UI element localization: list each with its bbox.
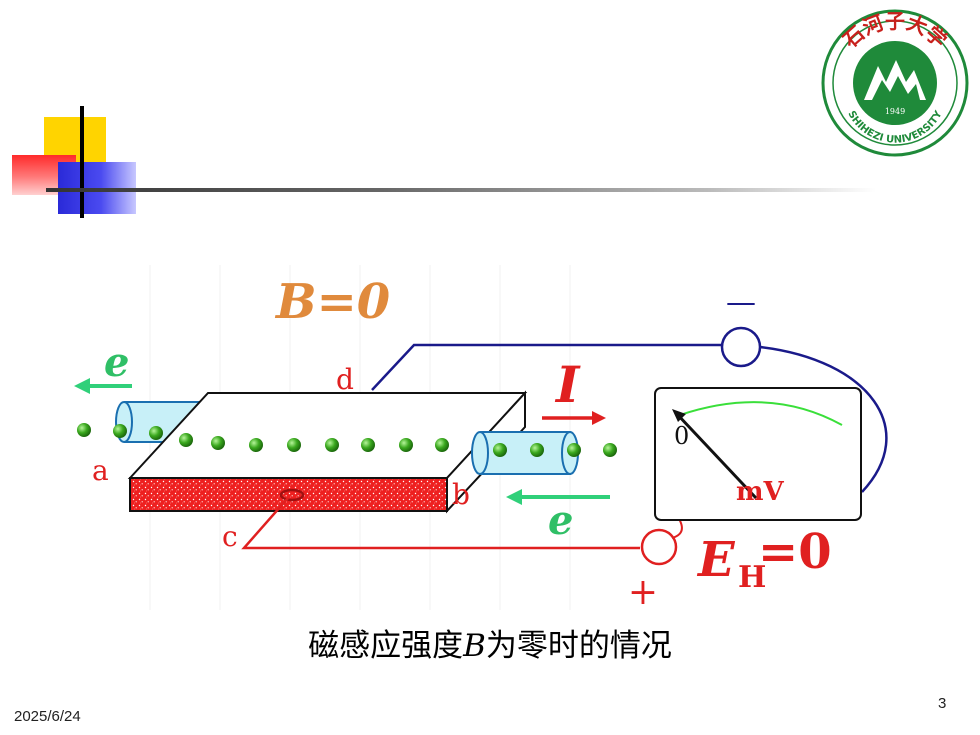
caption-before: 磁感应强度 xyxy=(308,628,464,664)
title-decoration-vertical-line xyxy=(80,106,84,218)
electron xyxy=(149,426,163,440)
caption-after: 为零时的情况 xyxy=(485,628,672,664)
corner-label-c: c xyxy=(222,520,238,553)
electron xyxy=(325,438,339,452)
title-decoration-horizontal-line xyxy=(46,188,876,192)
electron xyxy=(249,438,263,452)
wire-meter-return xyxy=(759,345,888,493)
electron xyxy=(113,424,127,438)
meter-needle-tip xyxy=(672,409,686,422)
meter-scale-arc xyxy=(679,401,843,426)
electron xyxy=(77,423,91,437)
electron xyxy=(435,438,449,452)
slide-page-number: 3 xyxy=(938,695,947,712)
electron-label-left: e xyxy=(104,339,129,386)
electron xyxy=(603,443,617,457)
electron-arrow-right xyxy=(506,489,610,505)
electron-arrow-left xyxy=(74,378,132,394)
electron xyxy=(530,443,544,457)
wire-top xyxy=(371,343,722,391)
electron xyxy=(361,438,375,452)
field-label: B=0 xyxy=(274,274,390,330)
wire-bottom xyxy=(241,497,640,550)
current-arrow xyxy=(542,411,606,425)
electron xyxy=(567,443,581,457)
meter-zero-mark: 0 xyxy=(674,422,689,450)
electron xyxy=(399,438,413,452)
electron xyxy=(287,438,301,452)
front-contact xyxy=(279,488,305,502)
corner-label-b: b xyxy=(452,478,470,511)
hall-value: =0 xyxy=(758,524,832,580)
minus-sign: — xyxy=(726,285,756,320)
logo-year: 1949 xyxy=(885,107,905,116)
millivolt-meter xyxy=(654,387,862,521)
corner-label-a: a xyxy=(92,454,109,487)
slide-date: 2025/6/24 xyxy=(14,708,81,725)
figure-caption: 磁感应强度B为零时的情况 xyxy=(0,620,980,665)
hall-subscript: H xyxy=(738,560,766,595)
electron xyxy=(211,436,225,450)
hall-field-label: E H =0 xyxy=(696,524,832,595)
electron-label-right: e xyxy=(548,497,573,544)
university-logo: 1949 石河子大学 SHIHEZI UNIVERSITY xyxy=(821,9,969,157)
right-electron-tube xyxy=(471,431,579,475)
plus-sign: + xyxy=(628,572,658,613)
meter-needle xyxy=(674,411,758,500)
caption-variable: B xyxy=(463,628,486,664)
corner-label-d: d xyxy=(336,363,354,396)
hall-symbol: E xyxy=(696,532,736,588)
electron xyxy=(179,433,193,447)
electron-row xyxy=(77,423,449,452)
electron-row-right xyxy=(493,443,617,457)
slab-front-face xyxy=(129,477,448,512)
electron xyxy=(493,443,507,457)
current-label: I xyxy=(554,355,581,414)
meter-unit-label: mV xyxy=(736,477,785,507)
minus-terminal xyxy=(720,326,762,368)
plus-terminal xyxy=(640,528,678,566)
